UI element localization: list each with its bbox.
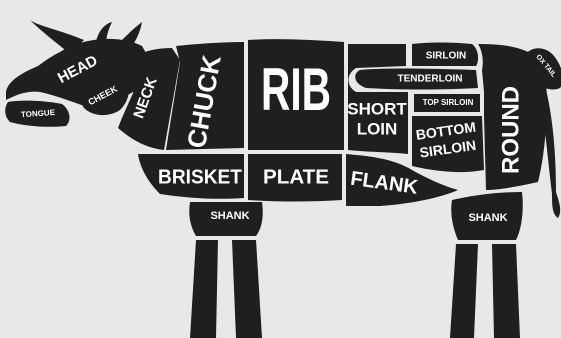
label-round: ROUND [497, 86, 524, 174]
label-tenderloin: TENDERLOIN [398, 74, 463, 85]
label-shank-front: SHANK [210, 210, 249, 222]
rear-leg-right [492, 244, 520, 338]
label-short-loin-line1: SHORT [347, 99, 407, 118]
label-brisket: BRISKET [158, 166, 242, 188]
label-top-sirloin: TOP SIRLOIN [423, 98, 474, 107]
rear-leg-left [450, 244, 478, 338]
label-plate: PLATE [263, 166, 329, 188]
label-shank-rear: SHANK [468, 212, 507, 224]
label-short-loin-line2: LOIN [357, 119, 398, 138]
label-sirloin: SIRLOIN [426, 51, 467, 62]
front-leg-right [232, 240, 262, 338]
label-rib: RIB [261, 56, 331, 123]
front-leg-left [190, 240, 218, 338]
